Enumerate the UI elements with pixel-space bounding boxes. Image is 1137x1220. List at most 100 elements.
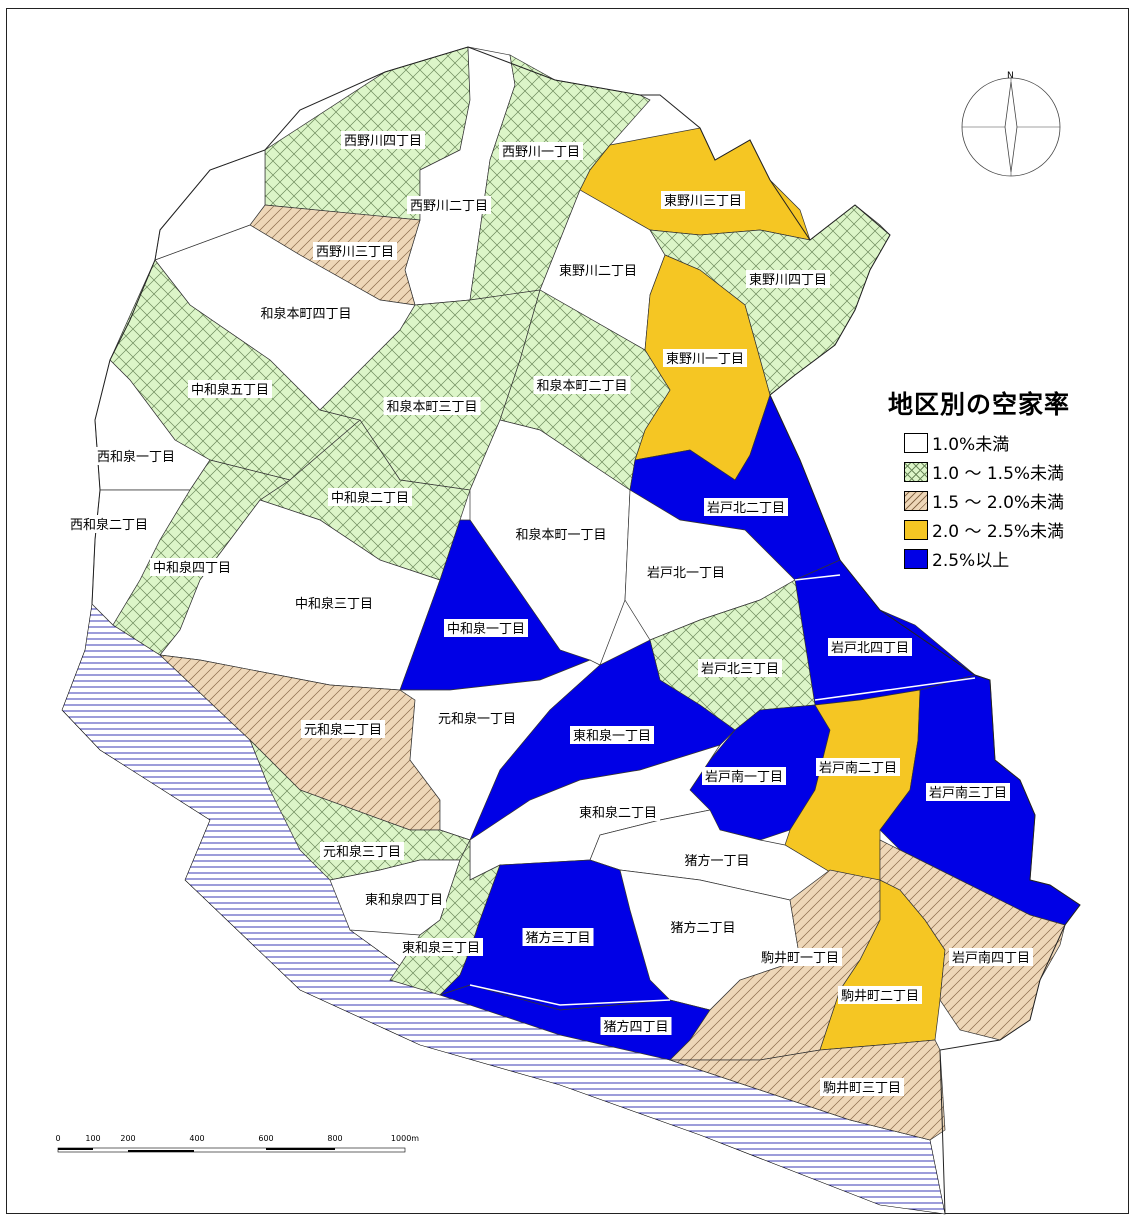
district-label: 西野川四丁目 [341,131,425,149]
district-label: 岩戸北二丁目 [704,498,788,516]
svg-text:西和泉一丁目: 西和泉一丁目 [97,449,175,465]
legend-swatch [904,461,928,482]
district-label: 東野川四丁目 [746,270,830,288]
district-divider [794,574,841,581]
svg-text:和泉本町三丁目: 和泉本町三丁目 [386,399,477,415]
district-label: 元和泉一丁目 [435,709,519,727]
svg-text:西野川四丁目: 西野川四丁目 [344,134,422,149]
district-label: 東和泉三丁目 [399,938,483,956]
svg-text:猪方一丁目: 猪方一丁目 [684,853,749,869]
svg-text:中和泉四丁目: 中和泉四丁目 [153,560,231,576]
district-label: 和泉本町三丁目 [383,397,481,415]
district-label: 元和泉二丁目 [301,720,385,738]
district-label: 駒井町一丁目 [758,948,842,966]
svg-text:猪方四丁目: 猪方四丁目 [603,1019,668,1035]
svg-text:元和泉二丁目: 元和泉二丁目 [304,722,382,738]
svg-text:東和泉三丁目: 東和泉三丁目 [402,940,480,956]
district-divider [469,984,671,1006]
district-label: 中和泉三丁目 [292,594,376,612]
svg-text:和泉本町一丁目: 和泉本町一丁目 [515,527,606,543]
district-label: 東野川二丁目 [556,261,640,279]
legend-label: 1.0%未満 [932,435,1010,455]
district-divider [814,677,976,701]
svg-text:西野川三丁目: 西野川三丁目 [316,245,394,260]
district-label: 東和泉四丁目 [362,890,446,908]
district-label: 元和泉三丁目 [320,842,404,860]
svg-text:中和泉五丁目: 中和泉五丁目 [191,382,269,398]
district-label: 東野川三丁目 [661,191,745,209]
district-label: 駒井町三丁目 [820,1078,904,1096]
scale-tick-label: 400 [189,1134,204,1143]
district-label: 和泉本町一丁目 [512,525,610,543]
district-label: 中和泉一丁目 [444,619,528,637]
district-label: 駒井町二丁目 [838,986,922,1004]
svg-text:駒井町一丁目: 駒井町一丁目 [761,951,839,966]
svg-text:駒井町二丁目: 駒井町二丁目 [841,989,919,1004]
svg-text:岩戸北一丁目: 岩戸北一丁目 [647,566,725,581]
district-label: 猪方三丁目 [522,928,594,946]
svg-text:東野川二丁目: 東野川二丁目 [559,263,637,279]
svg-text:東野川四丁目: 東野川四丁目 [749,272,827,288]
district-label: 東和泉二丁目 [576,803,660,821]
legend-label: 1.5 ～ 2.0%未満 [932,493,1065,513]
district-label: 東和泉一丁目 [570,726,654,744]
scale-tick-label: 1000m [391,1134,419,1143]
district-label: 西和泉二丁目 [67,515,151,533]
legend: 1.0%未満 1.0 ～ 1.5%未満 1.5 ～ 2.0%未満 2.0 ～ 2.5%… [904,428,1064,573]
scale-tick-label: 200 [120,1134,135,1143]
scale-tick-label: 600 [258,1134,273,1143]
legend-title: 地区別の空家率 [888,390,1071,419]
svg-text:岩戸北二丁目: 岩戸北二丁目 [707,501,785,516]
district-label: 中和泉二丁目 [328,488,412,506]
district-label: 中和泉四丁目 [150,558,234,576]
legend-swatch [904,490,928,511]
district-label: 岩戸南一丁目 [702,767,786,785]
svg-text:東野川一丁目: 東野川一丁目 [666,351,744,367]
svg-text:岩戸北三丁目: 岩戸北三丁目 [701,662,779,677]
svg-text:和泉本町二丁目: 和泉本町二丁目 [536,378,627,394]
district-label: 猪方四丁目 [600,1017,672,1035]
legend-label: 2.0 ～ 2.5%未満 [932,522,1065,542]
svg-text:和泉本町四丁目: 和泉本町四丁目 [260,306,351,322]
svg-text:東和泉二丁目: 東和泉二丁目 [579,805,657,821]
svg-text:東和泉一丁目: 東和泉一丁目 [573,728,651,744]
district-label: 猪方一丁目 [681,851,753,869]
district-label: 和泉本町四丁目 [257,304,355,322]
legend-label: 1.0 ～ 1.5%未満 [932,464,1065,484]
legend-item: 1.5 ～ 2.0%未満 [904,486,1064,515]
district-label: 西野川二丁目 [407,196,491,214]
svg-text:元和泉三丁目: 元和泉三丁目 [323,844,401,860]
svg-text:岩戸南三丁目: 岩戸南三丁目 [929,785,1007,801]
svg-text:西野川二丁目: 西野川二丁目 [410,199,488,214]
map-frame [6,8,1129,1214]
svg-text:岩戸北四丁目: 岩戸北四丁目 [831,641,909,656]
scale-tick-label: 0 [55,1134,60,1143]
district-label: 西和泉一丁目 [94,447,178,465]
district-label: 岩戸南四丁目 [949,948,1033,966]
svg-text:中和泉二丁目: 中和泉二丁目 [331,490,409,506]
svg-text:猪方二丁目: 猪方二丁目 [670,920,735,936]
district-label: 岩戸南二丁目 [816,758,900,776]
scale-tick-label: 800 [327,1134,342,1143]
legend-item: 1.0 ～ 1.5%未満 [904,457,1064,486]
district-label: 中和泉五丁目 [188,380,272,398]
legend-swatch [904,519,928,540]
north-arrow: N [961,71,1061,177]
svg-text:西和泉二丁目: 西和泉二丁目 [70,517,148,533]
district-label: 岩戸南三丁目 [926,783,1010,801]
svg-text:中和泉三丁目: 中和泉三丁目 [295,596,373,612]
svg-text:岩戸南一丁目: 岩戸南一丁目 [705,769,783,785]
legend-item: 1.0%未満 [904,428,1064,457]
ward-boundary [91,46,1081,1215]
svg-text:西野川一丁目: 西野川一丁目 [502,145,580,160]
district-label: 岩戸北一丁目 [644,563,728,581]
svg-text:岩戸南四丁目: 岩戸南四丁目 [952,950,1030,966]
svg-text:岩戸南二丁目: 岩戸南二丁目 [819,760,897,776]
legend-swatch [904,548,928,569]
district-label: 岩戸北四丁目 [828,638,912,656]
svg-text:駒井町三丁目: 駒井町三丁目 [823,1081,901,1096]
district-label: 西野川一丁目 [499,142,583,160]
